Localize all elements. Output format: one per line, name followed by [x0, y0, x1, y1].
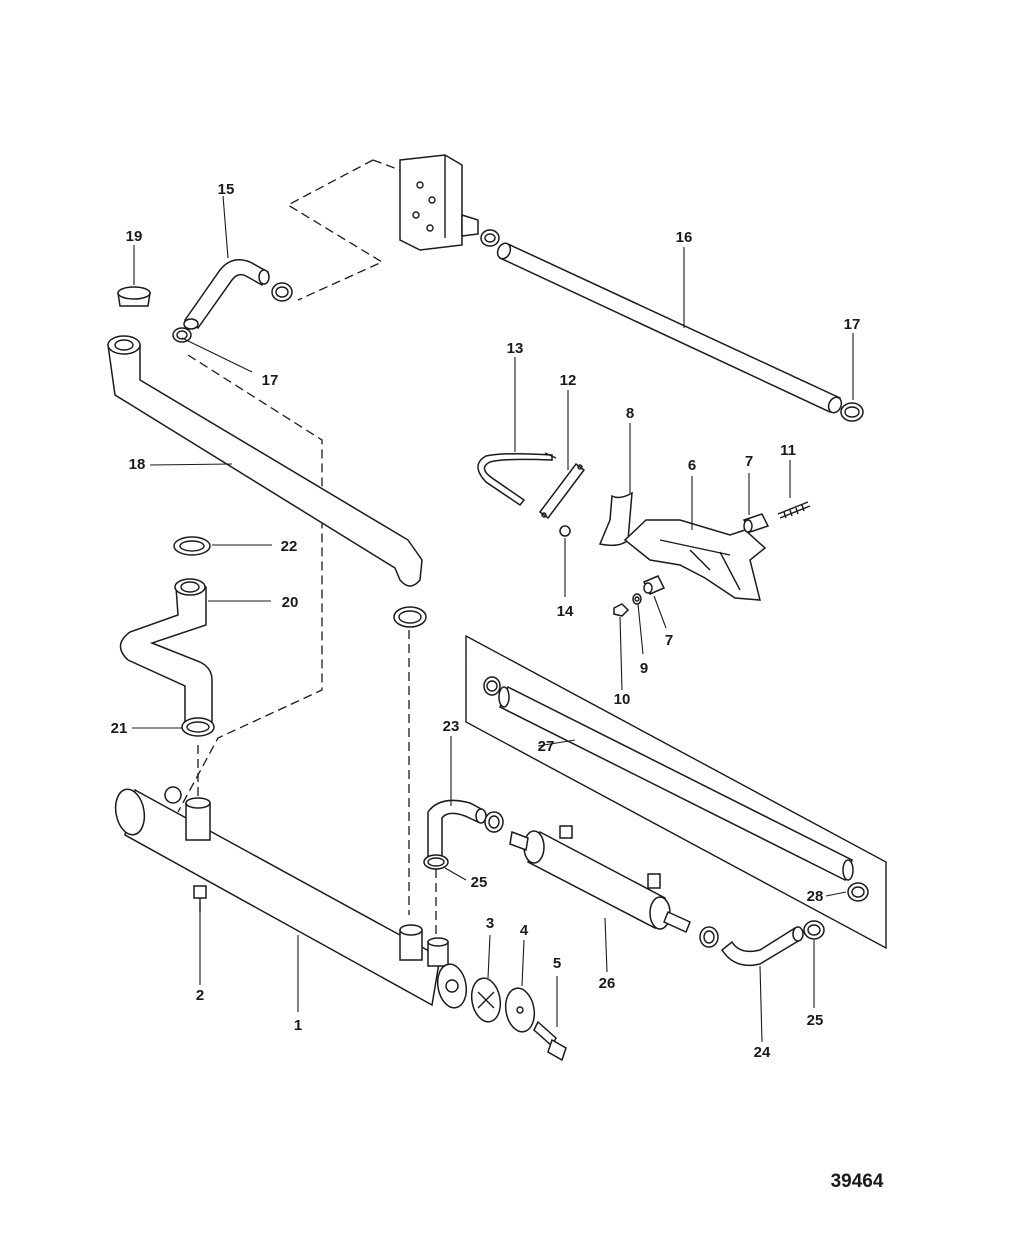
- callout-16: 16: [676, 229, 693, 246]
- callout-labels: 1 2 3 4 5 6 7 7 8 9 10 11 12 13 14 15 16…: [111, 181, 861, 1061]
- callout-7-top: 7: [745, 453, 753, 470]
- bracket-6: [623, 519, 767, 601]
- callout-28: 28: [807, 888, 824, 905]
- callout-15: 15: [218, 181, 235, 198]
- callout-17-right: 17: [844, 316, 861, 333]
- clamp-25-left: [423, 854, 449, 870]
- callout-7-bottom: 7: [665, 632, 673, 649]
- stud-11: [777, 501, 811, 519]
- callout-17-left: 17: [262, 372, 279, 389]
- nut-10: [613, 603, 630, 617]
- hose-24: [721, 926, 804, 967]
- u-bolt-13: [477, 452, 557, 507]
- callout-19: 19: [126, 228, 143, 245]
- leader-lines: [132, 195, 854, 1043]
- callout-25-right: 25: [807, 1012, 824, 1029]
- clamp-17-left: [172, 327, 192, 343]
- washer-9: [632, 593, 642, 605]
- gasket-3: [470, 977, 502, 1023]
- clamp-near-block: [480, 229, 500, 247]
- clamp-26-end: [699, 926, 719, 948]
- clamp-21: [181, 717, 215, 737]
- hose-18: [107, 335, 423, 587]
- callout-5: 5: [553, 955, 561, 972]
- figure-number: 39464: [831, 1171, 884, 1192]
- distribution-block: [399, 154, 479, 251]
- callout-11: 11: [780, 442, 796, 459]
- callout-1: 1: [294, 1017, 302, 1034]
- cover-4: [504, 987, 536, 1033]
- bolt-5: [533, 1020, 567, 1062]
- clamp-19: [117, 286, 151, 307]
- bushing-7-top: [742, 513, 770, 533]
- clamp-15-end: [271, 282, 293, 302]
- callout-6: 6: [688, 457, 696, 474]
- hose-23: [427, 799, 487, 857]
- drain-plug-2: [193, 885, 207, 912]
- end-cap-flange: [436, 963, 468, 1009]
- callout-22: 22: [281, 538, 298, 555]
- hose-20: [119, 578, 213, 729]
- callout-9: 9: [640, 660, 648, 677]
- callout-18: 18: [129, 456, 146, 473]
- clamp-18-bottom: [393, 606, 427, 628]
- clamp-17-right: [840, 402, 864, 422]
- callout-27: 27: [538, 738, 555, 755]
- callout-2: 2: [196, 987, 204, 1004]
- callout-3: 3: [486, 915, 494, 932]
- clamp-23-end: [484, 811, 504, 833]
- strap-12: [538, 462, 586, 520]
- inset-panel: [465, 634, 887, 950]
- callout-25-left: 25: [471, 874, 488, 891]
- callout-14: 14: [557, 603, 574, 620]
- callout-13: 13: [507, 340, 524, 357]
- clamp-22: [173, 536, 211, 556]
- nut-14: [559, 525, 571, 537]
- callout-12: 12: [560, 372, 577, 389]
- tube-16: [496, 242, 843, 414]
- hose-15: [183, 259, 270, 330]
- cooler-body-1: [114, 786, 449, 1007]
- callout-23: 23: [443, 718, 460, 735]
- callout-21: 21: [111, 720, 128, 737]
- clamp-25-right: [803, 920, 825, 940]
- callout-26: 26: [599, 975, 616, 992]
- callout-10: 10: [614, 691, 631, 708]
- callout-20: 20: [282, 594, 299, 611]
- callout-4: 4: [520, 922, 529, 939]
- bushing-7-bottom: [642, 575, 666, 595]
- callout-8: 8: [626, 405, 634, 422]
- cooler-26: [509, 825, 691, 934]
- callout-24: 24: [754, 1044, 771, 1061]
